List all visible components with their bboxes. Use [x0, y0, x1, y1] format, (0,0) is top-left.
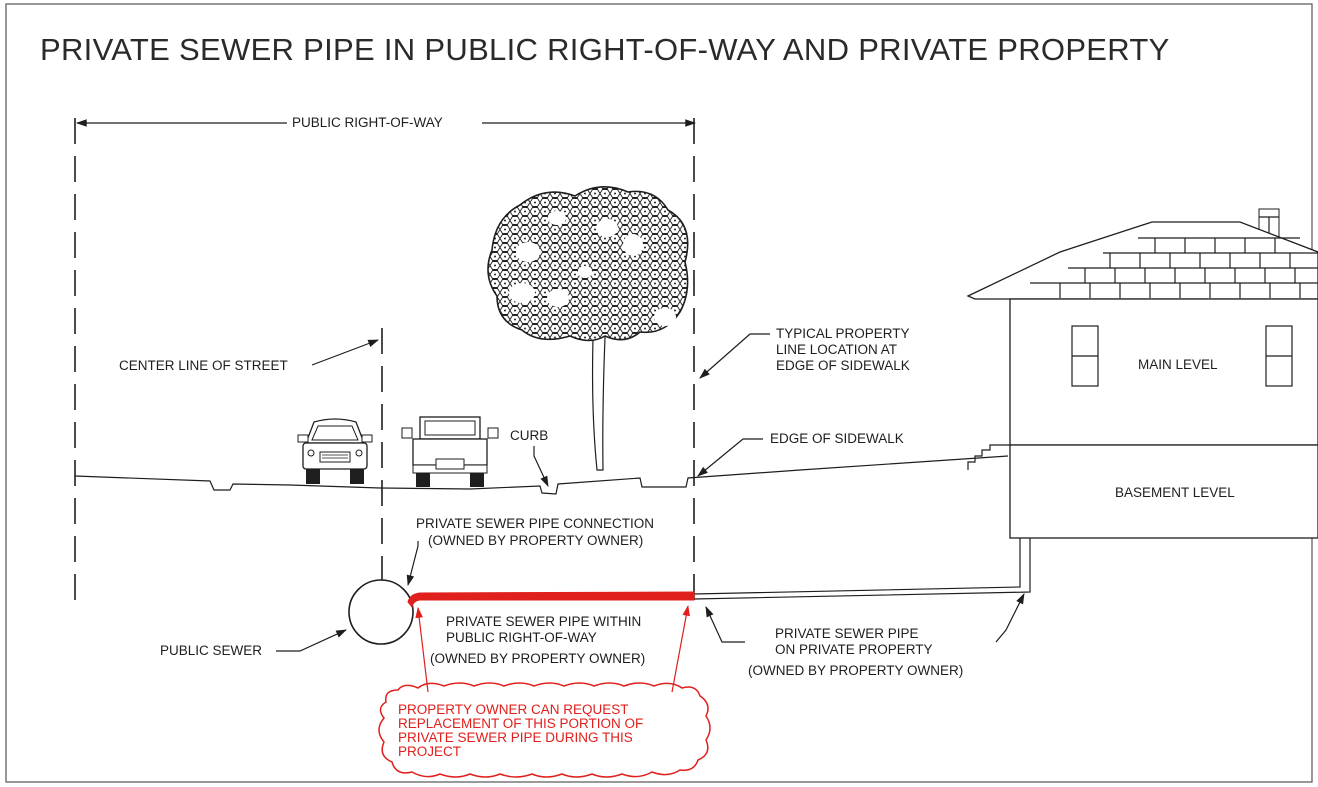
center-line-label: CENTER LINE OF STREET	[119, 358, 288, 373]
private-pipe-within-row	[407, 591, 695, 609]
sidewalk-leader	[697, 438, 763, 477]
diagram-title: PRIVATE SEWER PIPE IN PUBLIC RIGHT-OF-WA…	[40, 32, 1170, 67]
edge-of-sidewalk-label: EDGE OF SIDEWALK	[770, 431, 904, 446]
private-property-label-2: ON PRIVATE PROPERTY	[775, 642, 933, 657]
curb-leader	[533, 446, 549, 487]
callout-arrow-left	[415, 606, 429, 693]
public-sewer-leader	[276, 629, 347, 652]
private-property-pipe	[693, 538, 1031, 600]
basement-level-label: BASEMENT LEVEL	[1115, 485, 1235, 500]
center-line-leader	[311, 339, 380, 366]
typical-property-label-2: LINE LOCATION AT	[776, 342, 897, 357]
private-property-leader	[995, 593, 1025, 643]
callout-text-1: PROPERTY OWNER CAN REQUEST	[398, 702, 629, 717]
street-profile	[74, 455, 1009, 495]
main-level-label: MAIN LEVEL	[1138, 357, 1218, 372]
callout-cloud	[378, 682, 711, 778]
within-row-label-3: (OWNED BY PROPERTY OWNER)	[430, 651, 645, 666]
callout-text-4: PROJECT	[398, 744, 461, 759]
typical-property-label-1: TYPICAL PROPERTY	[776, 326, 910, 341]
connection-leader	[406, 541, 419, 587]
private-property-label-1: PRIVATE SEWER PIPE	[775, 626, 919, 641]
callout-arrow-right	[671, 604, 690, 693]
public-row-dimension: PUBLIC RIGHT-OF-WAY	[75, 115, 697, 130]
callout-text-2: REPLACEMENT OF THIS PORTION OF	[398, 716, 643, 731]
connection-label-2: (OWNED BY PROPERTY OWNER)	[428, 533, 643, 548]
callout-text-3: PRIVATE SEWER PIPE DURING THIS	[398, 730, 633, 745]
public-row-label: PUBLIC RIGHT-OF-WAY	[292, 115, 443, 130]
within-row-label-2: PUBLIC RIGHT-OF-WAY	[446, 630, 597, 645]
tree-icon	[487, 186, 689, 471]
car-front-icon	[297, 418, 373, 484]
typical-property-label-3: EDGE OF SIDEWALK	[776, 358, 910, 373]
private-property-label-3: (OWNED BY PROPERTY OWNER)	[748, 663, 963, 678]
within-row-leader	[705, 606, 745, 643]
public-sewer-pipe	[348, 579, 414, 645]
curb-label: CURB	[510, 428, 548, 443]
pickup-truck-rear-icon	[401, 416, 499, 487]
public-sewer-label: PUBLIC SEWER	[160, 643, 262, 658]
house-icon	[966, 208, 1318, 539]
within-row-label-1: PRIVATE SEWER PIPE WITHIN	[446, 614, 641, 629]
connection-label-1: PRIVATE SEWER PIPE CONNECTION	[416, 516, 654, 531]
property-line-leader	[699, 333, 770, 379]
